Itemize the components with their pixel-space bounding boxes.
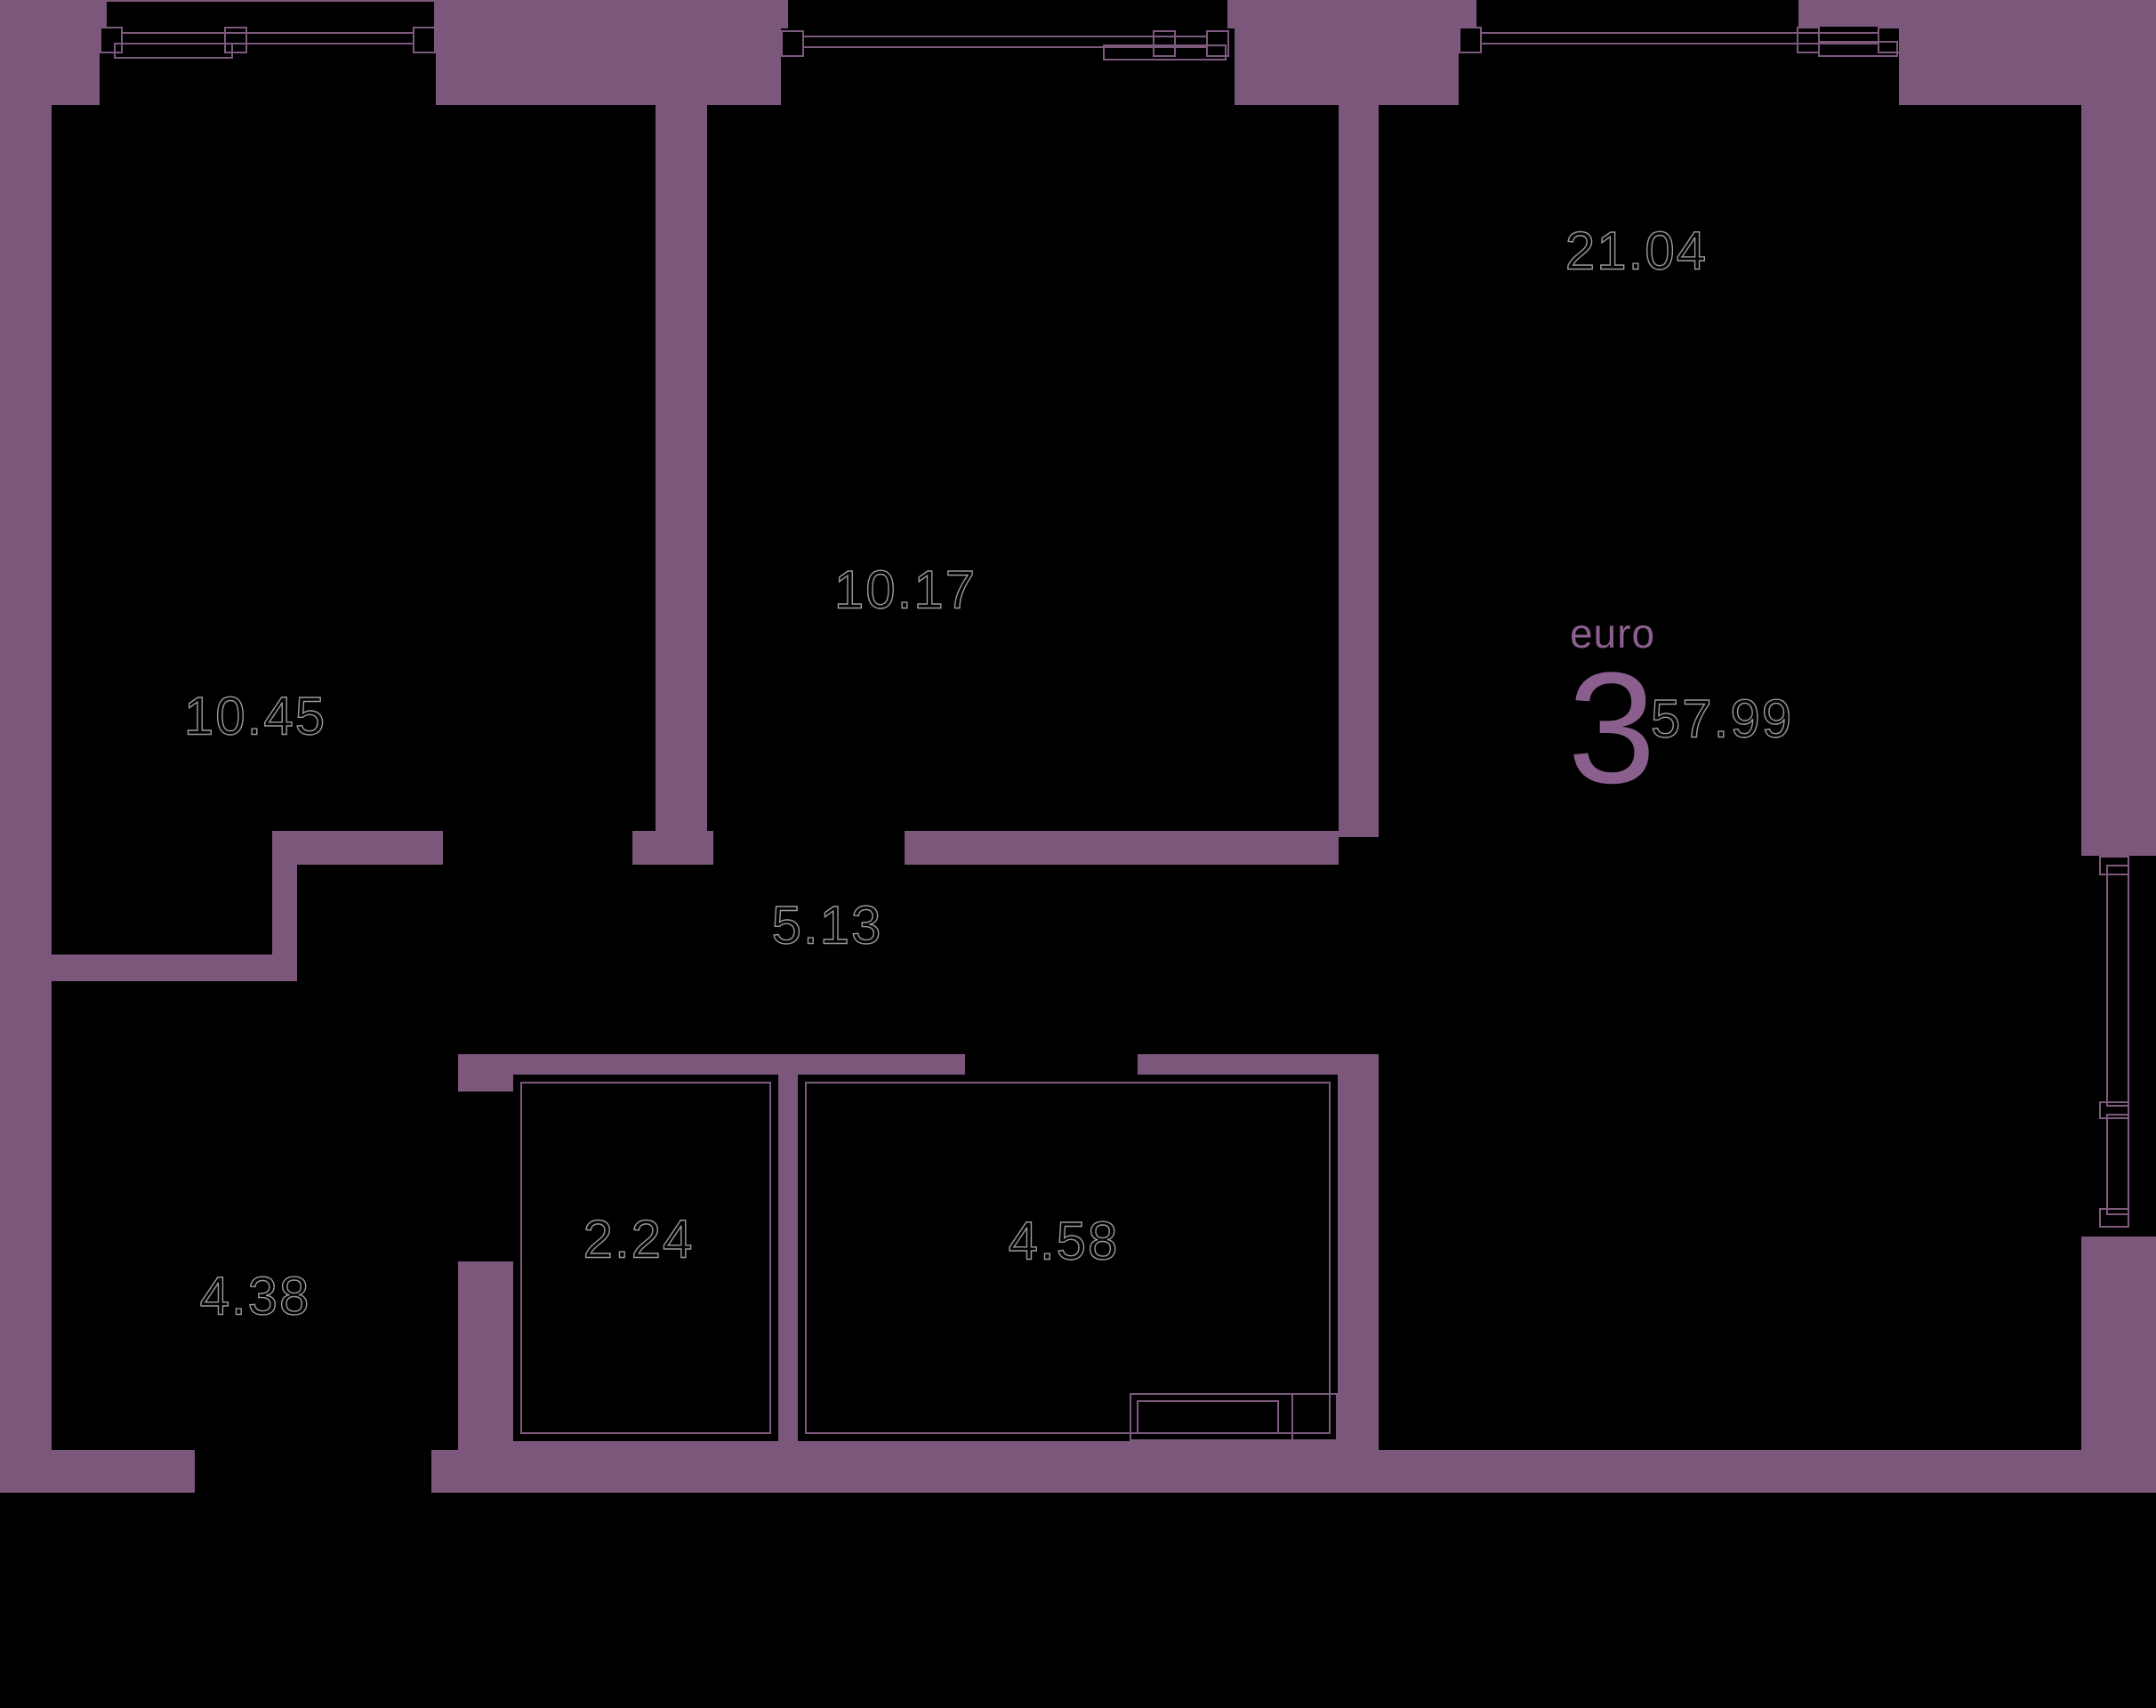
window-top-left-bracket-left bbox=[100, 27, 123, 53]
window-top-right-bracket-left bbox=[1459, 27, 1482, 53]
window-top-right-subsash bbox=[1818, 41, 1898, 57]
window-right-bracket-bottom bbox=[2099, 1208, 2129, 1228]
window-top-middle-recess bbox=[781, 28, 1235, 105]
window-top-left-bracket-mid bbox=[224, 27, 247, 53]
window-top-right-glass-line-1 bbox=[1480, 32, 1878, 34]
area-label-bedroom-left: 10.45 bbox=[183, 686, 327, 746]
window-top-right-recess bbox=[1459, 27, 1899, 105]
window-top-right-bracket-right bbox=[1878, 27, 1901, 53]
room-hallway bbox=[52, 981, 458, 1450]
area-label-bathroom-large: 4.58 bbox=[1008, 1211, 1120, 1271]
window-top-middle-box bbox=[788, 0, 1227, 28]
window-top-right-glass-line-2 bbox=[1480, 43, 1878, 44]
door-opening-bathroom-large bbox=[965, 1054, 1138, 1075]
area-label-living-kitchen: 21.04 bbox=[1565, 221, 1709, 281]
area-label-bathroom-small: 2.24 bbox=[583, 1209, 695, 1269]
room-bedroom-middle bbox=[707, 105, 1339, 831]
window-top-middle-bracket-mid bbox=[1153, 30, 1176, 57]
window-right-sash-upper bbox=[2106, 865, 2129, 1107]
room-bathroom-large bbox=[798, 1075, 1338, 1441]
window-top-middle-glass-line-2 bbox=[802, 46, 1206, 48]
area-label-bedroom-middle: 10.17 bbox=[833, 560, 977, 620]
window-top-left-glass-line-1 bbox=[121, 32, 413, 34]
entrance-door-opening bbox=[195, 1450, 431, 1493]
window-top-left-glass-line-2 bbox=[121, 43, 413, 44]
room-bathroom-small bbox=[513, 1075, 778, 1441]
bottom-margin-bar bbox=[0, 1493, 2156, 1708]
window-top-middle-bracket-right bbox=[1206, 30, 1229, 57]
door-opening-bedroom-left bbox=[443, 831, 632, 865]
window-top-middle-bracket-left bbox=[781, 30, 804, 57]
window-right-bracket-mid bbox=[2099, 1101, 2129, 1119]
bathtub-outline bbox=[1130, 1393, 1338, 1441]
door-opening-bedroom-middle bbox=[713, 831, 905, 865]
room-bedroom-left bbox=[52, 105, 656, 831]
window-top-right-box bbox=[1476, 0, 1798, 27]
bathroom-small-inner-outline bbox=[520, 1082, 771, 1434]
window-right-recess bbox=[2048, 856, 2156, 1237]
door-opening-bathroom-small bbox=[458, 1092, 513, 1261]
room-bedroom-left-alcove bbox=[52, 831, 272, 955]
window-top-left-bracket-right bbox=[413, 27, 436, 53]
window-right-sash-lower bbox=[2106, 1114, 2129, 1215]
room-corridor bbox=[297, 865, 1339, 1054]
area-label-corridor: 5.13 bbox=[771, 895, 883, 955]
room-living-kitchen bbox=[1379, 105, 2081, 1450]
area-label-hallway: 4.38 bbox=[199, 1266, 311, 1326]
bathroom-large-inner-outline bbox=[805, 1082, 1331, 1434]
apartment-rooms-count: 3 bbox=[1567, 639, 1656, 817]
corridor-living-opening bbox=[1339, 837, 1379, 1054]
apartment-type-label: euro bbox=[1569, 610, 1656, 657]
window-top-middle-glass-line-1 bbox=[802, 36, 1206, 37]
window-top-middle-subsash bbox=[1103, 44, 1227, 60]
bathtub-divider-line bbox=[1291, 1393, 1293, 1441]
window-top-left-recess bbox=[100, 27, 436, 105]
window-top-left-box bbox=[107, 2, 434, 27]
apartment-total-area: 57.99 bbox=[1650, 689, 1794, 749]
window-top-left-subsash bbox=[114, 43, 233, 59]
window-right-bracket-top bbox=[2099, 856, 2129, 875]
window-top-right-bracket-mid bbox=[1797, 27, 1820, 53]
bathtub-inner-outline bbox=[1137, 1400, 1279, 1434]
